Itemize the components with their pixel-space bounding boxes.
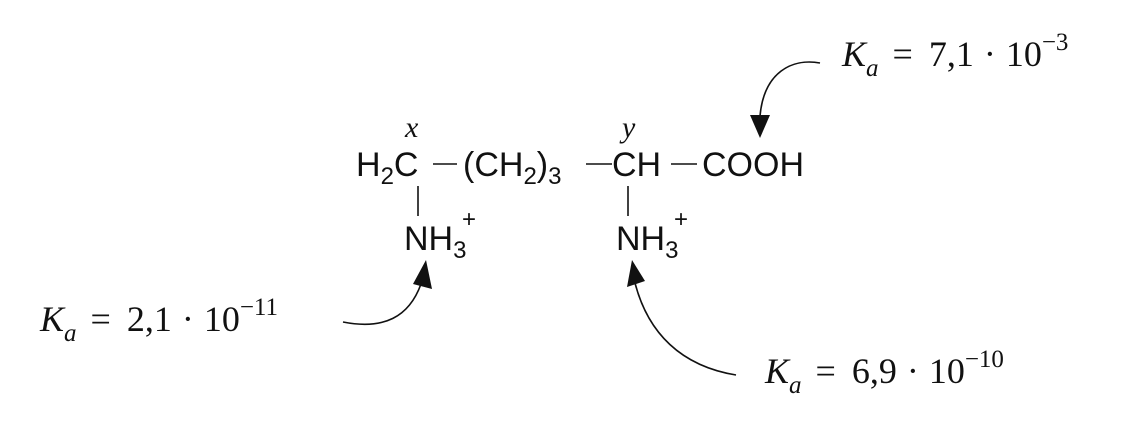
position-label-y: y xyxy=(619,111,636,144)
cooh-group: COOH xyxy=(702,146,804,184)
arrow-to-cooh xyxy=(750,61,821,138)
nh3-right-group: NH3 xyxy=(616,220,678,264)
h2c-group: H2C xyxy=(356,146,418,190)
methylene-repeat-group: (CH2)3 xyxy=(463,146,561,190)
nh3-left-charge: + xyxy=(462,206,476,233)
position-label-x: x xyxy=(404,111,419,144)
arrow-to-side-chain-amine xyxy=(342,260,432,326)
ka-label-cooh: Ka=7,1·10−3 xyxy=(841,29,1068,82)
molecule-main-chain: H2C (CH2)3 CH COOH xyxy=(356,146,804,190)
ka-label-alpha-amine: Ka=6,9·10−10 xyxy=(764,346,1004,399)
nh3-right-charge: + xyxy=(674,206,688,233)
nh3-left-group: NH3 xyxy=(404,220,466,264)
ch-group: CH xyxy=(612,146,661,184)
ka-label-side-chain-amine: Ka=2,1·10−11 xyxy=(39,294,278,347)
arrow-to-alpha-amine xyxy=(627,260,737,376)
